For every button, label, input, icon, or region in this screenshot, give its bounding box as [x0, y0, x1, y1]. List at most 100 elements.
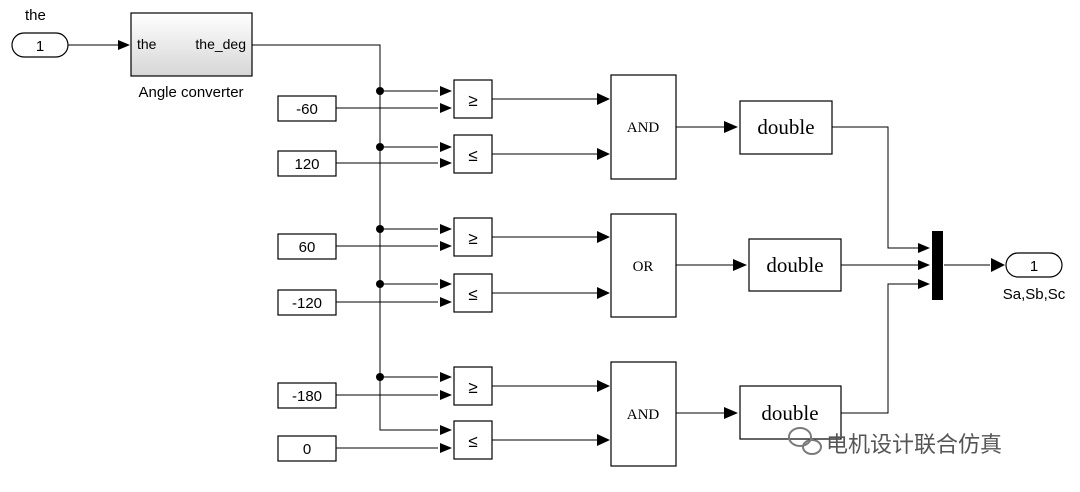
arrow-logic2-b — [597, 287, 610, 299]
arrow-logic2-a — [597, 231, 610, 243]
logic-label: AND — [627, 120, 660, 136]
constant-value: 60 — [299, 239, 316, 256]
constant-block-3[interactable]: 60 — [277, 233, 337, 260]
relational-operator-4[interactable]: ≤ — [453, 273, 493, 313]
constant-value: -60 — [296, 101, 318, 118]
subsystem-input-port-label: the — [137, 36, 157, 52]
constant-shape — [277, 289, 337, 316]
wechat-icon — [788, 427, 822, 455]
arrow-rel5-b — [440, 390, 452, 400]
relop-symbol: ≤ — [468, 432, 477, 451]
arrow-subsystem-input — [118, 40, 130, 50]
outport-shape — [1005, 252, 1063, 278]
relop-symbol: ≤ — [468, 285, 477, 304]
relop-shape — [453, 273, 493, 313]
logic-operator-1[interactable]: AND — [610, 74, 677, 180]
subsystem-name-label: Angle converter — [138, 84, 243, 101]
relop-shape — [453, 217, 493, 257]
relop-shape — [453, 79, 493, 119]
relop-symbol: ≥ — [468, 91, 477, 110]
constant-block-5[interactable]: -180 — [277, 382, 337, 409]
relop-symbol: ≥ — [468, 378, 477, 397]
constant-block-2[interactable]: 120 — [277, 150, 337, 177]
logic-label: AND — [627, 407, 660, 423]
constant-shape — [277, 150, 337, 177]
constant-value: 0 — [303, 441, 311, 458]
constant-value: -180 — [292, 388, 322, 405]
data-type-conversion-1[interactable]: double — [739, 100, 833, 155]
conversion-label: double — [766, 253, 823, 277]
subsystem-output-port-label: the_deg — [195, 36, 246, 52]
outport-label: Sa,Sb,Sc — [1003, 286, 1066, 303]
arrow-double2-in — [733, 259, 747, 271]
inport-shape — [11, 32, 69, 58]
arrow-mux-in-2 — [918, 260, 930, 270]
subsystem-shape — [130, 12, 253, 77]
relop-shape — [453, 366, 493, 406]
constant-shape — [277, 435, 337, 462]
arrow-mux-in-3 — [918, 279, 930, 289]
logic-operator-2[interactable]: OR — [610, 213, 677, 318]
arrow-rel4-a — [440, 279, 452, 289]
logic-operator-3[interactable]: AND — [610, 361, 677, 467]
constant-block-4[interactable]: -120 — [277, 289, 337, 316]
data-type-conversion-2[interactable]: double — [748, 238, 842, 292]
arrow-rel1-b — [440, 103, 452, 113]
arrow-rel3-a — [440, 224, 452, 234]
watermark-text: 电机设计联合仿真 — [826, 433, 1002, 458]
branch-dot — [376, 373, 384, 381]
relational-operator-1[interactable]: ≥ — [453, 79, 493, 119]
relop-symbol: ≥ — [468, 229, 477, 248]
arrow-outport-in — [991, 258, 1005, 272]
constant-block-1[interactable]: -60 — [277, 95, 337, 122]
conversion-shape — [748, 238, 842, 292]
arrow-rel5-a — [440, 372, 452, 382]
arrow-rel4-b — [440, 297, 452, 307]
outport-block[interactable]: 1 — [1005, 252, 1063, 278]
arrow-logic3-b — [597, 434, 610, 446]
logic-shape — [610, 74, 677, 180]
arrow-rel6-b — [440, 443, 452, 453]
watermark: 电机设计联合仿真 — [788, 427, 1002, 458]
relop-shape — [453, 420, 493, 460]
arrow-mux-in-1 — [918, 243, 930, 253]
wire-double1-to-mux — [832, 126, 918, 249]
logic-shape — [610, 361, 677, 467]
relational-operator-2[interactable]: ≤ — [453, 134, 493, 174]
arrow-logic1-b — [597, 148, 610, 160]
wire-double3-to-mux — [841, 283, 918, 414]
relational-operator-6[interactable]: ≤ — [453, 420, 493, 460]
branch-dot — [376, 225, 384, 233]
constant-block-6[interactable]: 0 — [277, 435, 337, 462]
inport-label: the — [25, 7, 46, 24]
relational-operator-3[interactable]: ≥ — [453, 217, 493, 257]
constant-shape — [277, 233, 337, 260]
arrow-rel2-a — [440, 142, 452, 152]
arrow-logic3-a — [597, 380, 610, 392]
arrow-rel2-b — [440, 158, 452, 168]
conversion-label: double — [757, 115, 814, 139]
conversion-label: double — [761, 401, 818, 425]
arrow-rel3-b — [440, 241, 452, 251]
relational-operator-5[interactable]: ≥ — [453, 366, 493, 406]
branch-dot — [376, 280, 384, 288]
angle-converter-subsystem[interactable]: the the_deg — [130, 12, 253, 77]
wire-angle-trunk — [252, 44, 438, 431]
branch-dot — [376, 87, 384, 95]
arrow-rel1-a — [440, 86, 452, 96]
inport-number: 1 — [36, 38, 44, 55]
conversion-shape — [739, 385, 842, 440]
constant-value: -120 — [292, 295, 322, 312]
arrow-logic1-a — [597, 93, 610, 105]
mux-block[interactable] — [932, 231, 943, 300]
logic-shape — [610, 213, 677, 318]
branch-dot — [376, 143, 384, 151]
arrow-double1-in — [724, 121, 738, 133]
signal-lines — [68, 44, 990, 449]
logic-label: OR — [633, 259, 654, 275]
inport-block[interactable]: 1 — [11, 32, 69, 58]
conversion-shape — [739, 100, 833, 155]
constant-shape — [277, 382, 337, 409]
data-type-conversion-3[interactable]: double — [739, 385, 842, 440]
